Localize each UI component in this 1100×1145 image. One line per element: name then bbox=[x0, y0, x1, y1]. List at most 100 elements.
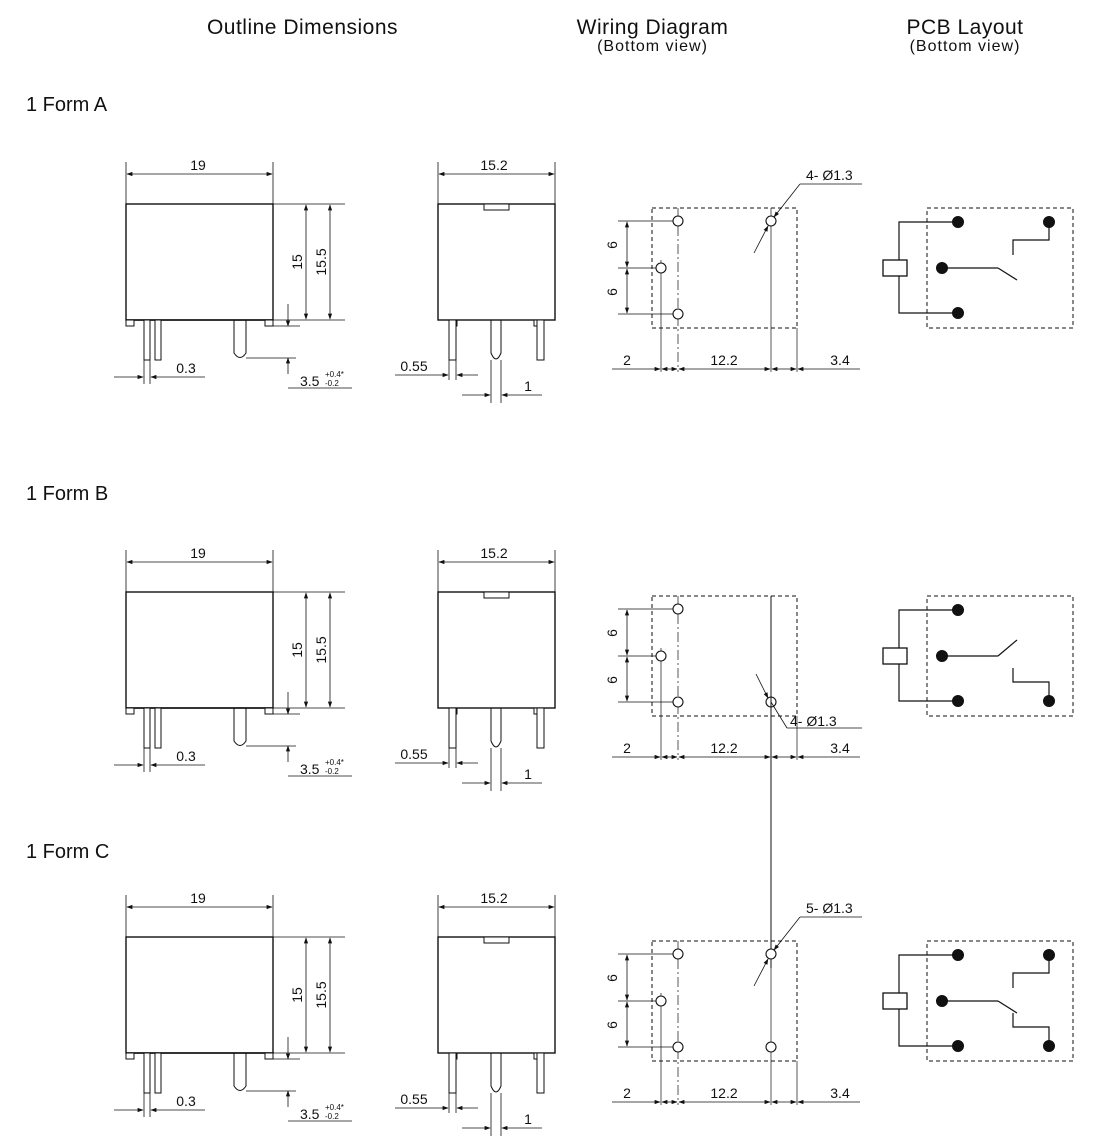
dim-dx3-label: 3.4 bbox=[830, 1085, 850, 1101]
relay-body-side bbox=[125, 203, 274, 321]
pcb-outline bbox=[926, 207, 1074, 329]
dim-pin-w-label: 0.55 bbox=[400, 1091, 427, 1107]
pin bbox=[154, 707, 162, 749]
pcb-outline bbox=[926, 940, 1074, 1062]
dim-pitch-2-label: 6 bbox=[604, 1021, 620, 1029]
dim-pin-len-label: 3.5 bbox=[300, 1106, 320, 1122]
coil-symbol bbox=[882, 992, 908, 1010]
coil-wire bbox=[898, 221, 958, 260]
dim-tol-plus: +0.4* bbox=[325, 1103, 344, 1112]
pin-hole bbox=[655, 650, 667, 662]
pad bbox=[952, 949, 964, 961]
pin-hole bbox=[765, 215, 777, 227]
pin bbox=[448, 319, 457, 361]
body-notch bbox=[483, 936, 510, 944]
dim-width-label: 15.2 bbox=[480, 890, 507, 906]
coil-wire bbox=[898, 609, 958, 648]
form-label-b: 1 Form B bbox=[26, 483, 109, 505]
form-b-front-view: 15.20.551 bbox=[395, 545, 556, 791]
switch-arm bbox=[997, 639, 1018, 657]
dim-width-label: 19 bbox=[190, 157, 206, 173]
dim-pin-w-label: 0.55 bbox=[400, 746, 427, 762]
dim-pin-len-label: 3.5 bbox=[300, 761, 320, 777]
dim-pin-w-label: 0.3 bbox=[176, 748, 196, 764]
dim-pin-len-label: 3.5 bbox=[300, 373, 320, 389]
dim-dx2-label: 12.2 bbox=[710, 352, 737, 368]
standoff bbox=[125, 1052, 135, 1060]
hole-leader bbox=[770, 701, 788, 729]
dim-pitch-1-label: 6 bbox=[604, 241, 620, 249]
pin bbox=[536, 1052, 545, 1094]
coil-wire bbox=[898, 276, 958, 314]
relay-body-front bbox=[437, 203, 556, 321]
coil-wire bbox=[898, 954, 958, 993]
pin-bent bbox=[490, 1053, 502, 1093]
pad bbox=[952, 216, 964, 228]
hole-callout-label: 4- Ø1.3 bbox=[806, 167, 853, 183]
pad bbox=[1043, 949, 1055, 961]
header-outline-dimensions: Outline Dimensions bbox=[180, 16, 425, 40]
nc-contact bbox=[1012, 668, 1050, 700]
dim-height-2-label: 15.5 bbox=[313, 248, 329, 275]
pin-hole bbox=[672, 696, 684, 708]
form-label-a: 1 Form A bbox=[26, 94, 108, 116]
dim-dx1-label: 2 bbox=[623, 740, 631, 756]
pin-hole bbox=[765, 948, 777, 960]
pin-bent bbox=[490, 708, 502, 748]
form-a-front-view: 15.20.551 bbox=[395, 157, 556, 403]
form-c-front-view: 15.20.551 bbox=[395, 890, 556, 1136]
pin bbox=[536, 319, 545, 361]
dim-width-label: 19 bbox=[190, 545, 206, 561]
dim-dx3-label: 3.4 bbox=[830, 740, 850, 756]
dim-pin-t-label: 1 bbox=[524, 766, 532, 782]
hole-callout-label: 5- Ø1.3 bbox=[806, 900, 853, 916]
standoff bbox=[125, 707, 135, 715]
dim-tol-minus: -0.2 bbox=[325, 767, 339, 776]
dim-height-1-label: 15 bbox=[289, 642, 305, 658]
relay-body-front bbox=[437, 936, 556, 1054]
footprint-outline bbox=[651, 207, 798, 329]
pcb-outline bbox=[926, 595, 1074, 717]
hole-leader-arrow bbox=[773, 183, 801, 218]
coil-symbol bbox=[882, 647, 908, 665]
header-wiring-diagram: Wiring Diagram (Bottom view) bbox=[550, 16, 755, 56]
pin-bent bbox=[233, 708, 247, 746]
pad bbox=[1043, 1040, 1055, 1052]
hole-leader-arrow bbox=[753, 225, 769, 254]
form-a-pcb-layout bbox=[882, 207, 1074, 329]
pin bbox=[536, 707, 545, 749]
dim-dx3-label: 3.4 bbox=[830, 352, 850, 368]
dim-width-label: 19 bbox=[190, 890, 206, 906]
pin-hole bbox=[765, 1041, 777, 1053]
pad bbox=[952, 604, 964, 616]
header-wiring-title: Wiring Diagram bbox=[576, 16, 729, 39]
dim-dx2-label: 12.2 bbox=[710, 740, 737, 756]
dim-pitch-1-label: 6 bbox=[604, 629, 620, 637]
dim-pitch-1-label: 6 bbox=[604, 974, 620, 982]
coil-wire bbox=[898, 1009, 958, 1047]
no-contact bbox=[1012, 222, 1050, 255]
pin bbox=[143, 1052, 151, 1094]
pad bbox=[1043, 695, 1055, 707]
hole-leader-arrow bbox=[753, 958, 769, 987]
dim-pitch-2-label: 6 bbox=[604, 676, 620, 684]
pin bbox=[154, 1052, 162, 1094]
pin-hole bbox=[672, 603, 684, 615]
form-b-pcb-layout bbox=[882, 595, 1074, 717]
pin-hole bbox=[655, 262, 667, 274]
relay-body-side bbox=[125, 936, 274, 1054]
dim-pin-w-label: 0.55 bbox=[400, 358, 427, 374]
pad bbox=[1043, 216, 1055, 228]
pin bbox=[143, 319, 151, 361]
header-wiring-subtitle: (Bottom view) bbox=[597, 38, 708, 55]
dim-height-1-label: 15 bbox=[289, 987, 305, 1003]
pin-hole bbox=[672, 1041, 684, 1053]
pin bbox=[143, 707, 151, 749]
header-pcb-title: PCB Layout bbox=[906, 16, 1024, 39]
standoff bbox=[264, 1052, 274, 1060]
